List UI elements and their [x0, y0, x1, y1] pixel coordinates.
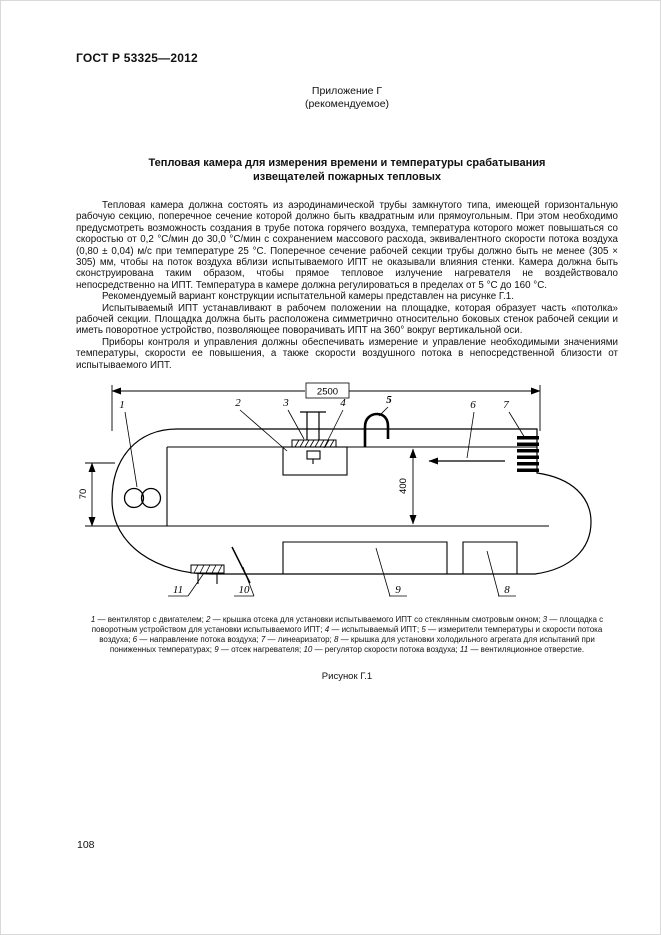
detector-platform-assembly [282, 411, 348, 476]
dimension-length: 2500 [111, 382, 541, 432]
platform-hatching [294, 439, 335, 448]
callout-11: 11 [173, 584, 183, 596]
document-header: ГОСТ Р 53325—2012 [76, 51, 198, 65]
vent-opening [190, 564, 225, 585]
figure-caption: Рисунок Г.1 [321, 671, 373, 683]
access-cover-box [282, 446, 348, 476]
paragraph-4: Приборы контроля и управления должны обе… [76, 336, 618, 371]
callout-1: 1 [119, 399, 125, 411]
linearizer-grille [517, 436, 539, 473]
paragraph-2: Рекомендуемый вариант конструкции испыта… [102, 291, 514, 303]
callout-8: 8 [504, 584, 510, 596]
tube-outer-contour [111, 428, 592, 575]
paragraph-1: Тепловая камера должна состоять из аэрод… [76, 200, 618, 291]
callout-10: 10 [239, 584, 251, 596]
callout-3: 3 [282, 397, 289, 409]
section-title: Тепловая камера для измерения времени и … [148, 157, 546, 183]
cooling-cover [462, 541, 518, 575]
figure-g1: 2500 [76, 381, 618, 611]
paragraph-3: Испытываемый ИПТ устанавливают в рабочем… [76, 302, 618, 337]
callout-2: 2 [235, 397, 241, 409]
thermal-chamber-diagram: 2500 [78, 382, 592, 597]
callout-5: 5 [386, 394, 392, 406]
dimension-height-label: 400 [398, 478, 409, 494]
heater-compartment [282, 541, 448, 575]
fan-icon [123, 487, 162, 509]
dimension-left: 70 [78, 462, 119, 527]
dimension-height: 400 [398, 448, 417, 525]
dimension-left-label: 70 [78, 489, 89, 500]
callout-4: 4 [340, 397, 346, 409]
callout-9: 9 [395, 584, 401, 596]
callout-numbers: 1 2 3 4 5 6 7 11 10 9 8 [119, 394, 510, 596]
dimension-length-label: 2500 [317, 387, 338, 398]
working-section-walls [117, 446, 549, 527]
annex-label: Приложение Г [311, 85, 383, 97]
callout-6: 6 [470, 399, 476, 411]
annex-type: (рекомендуемое) [304, 98, 390, 110]
measuring-probe-icon [363, 412, 390, 448]
heat-detector [306, 450, 321, 460]
callout-leaders [124, 406, 526, 597]
dimension-length-box [305, 382, 350, 399]
page-number: 108 [77, 839, 95, 851]
figure-legend: 1 — вентилятор с двигателем; 2 — крышка … [90, 615, 604, 655]
callout-7: 7 [503, 399, 509, 411]
